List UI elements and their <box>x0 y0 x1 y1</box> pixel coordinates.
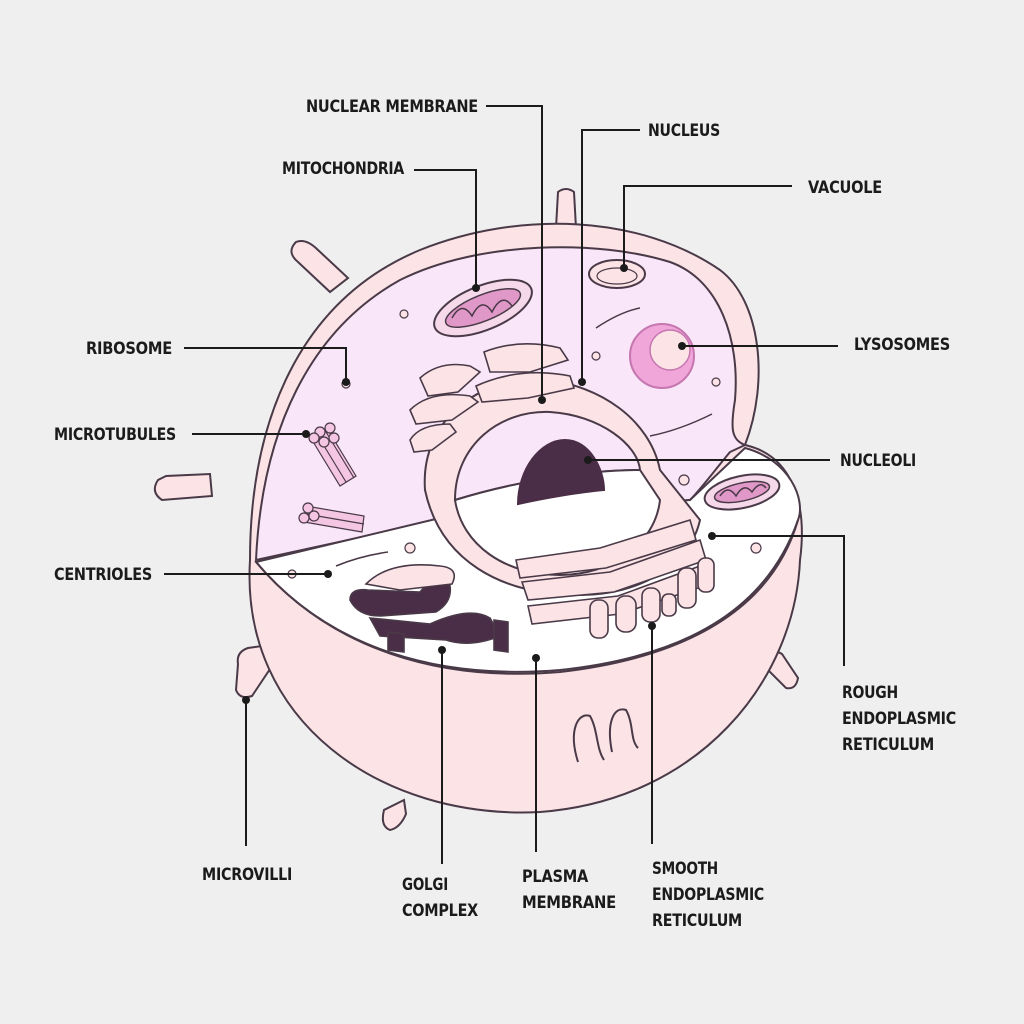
label-golgi-line2: COMPLEX <box>402 901 478 921</box>
label-nuclear-membrane: NUCLEAR MEMBRANE <box>306 97 478 117</box>
mitochondrion-right <box>703 473 781 511</box>
label-centrioles: CENTRIOLES <box>54 565 152 585</box>
label-plasma-membrane-line2: MEMBRANE <box>522 893 616 913</box>
label-rough-er-line3: RETICULUM <box>842 735 934 755</box>
label-nucleoli: NUCLEOLI <box>840 451 916 471</box>
rough-er-bottom <box>515 518 707 625</box>
label-microtubules: MICROTUBULES <box>54 425 176 445</box>
golgi-complex <box>349 564 509 653</box>
label-ribosome: RIBOSOME <box>86 339 172 359</box>
microtubules-bundle <box>308 422 357 487</box>
cytoskeleton-strands <box>335 307 755 621</box>
label-smooth-er-line2: ENDOPLASMIC <box>652 885 764 905</box>
label-microvilli: MICROVILLI <box>202 865 292 885</box>
label-lysosomes: LYSOSOMES <box>854 335 950 355</box>
plasma-membrane-band <box>255 519 799 675</box>
label-vacuole: VACUOLE <box>808 178 882 198</box>
leader-lines <box>164 105 845 864</box>
vacuole-inner <box>596 267 638 285</box>
label-smooth-er-line3: RETICULUM <box>652 911 742 931</box>
label-nucleus: NUCLEUS <box>648 121 720 141</box>
smooth-er <box>589 557 715 639</box>
label-golgi-line1: GOLGI <box>402 875 448 895</box>
label-plasma-membrane-line1: PLASMA <box>522 867 589 887</box>
label-rough-er-line2: ENDOPLASMIC <box>842 709 956 729</box>
bottom-microvilli <box>573 708 639 763</box>
rough-er-top <box>409 343 576 453</box>
labels: NUCLEAR MEMBRANE NUCLEUS MITOCHONDRIA VA… <box>54 97 956 931</box>
lysosome <box>629 323 695 389</box>
centriole-bundle <box>298 502 365 533</box>
label-mitochondria: MITOCHONDRIA <box>282 159 405 179</box>
label-smooth-er-line1: SMOOTH <box>652 859 718 879</box>
label-rough-er-line1: ROUGH <box>842 683 898 703</box>
nucleolus <box>516 438 606 506</box>
